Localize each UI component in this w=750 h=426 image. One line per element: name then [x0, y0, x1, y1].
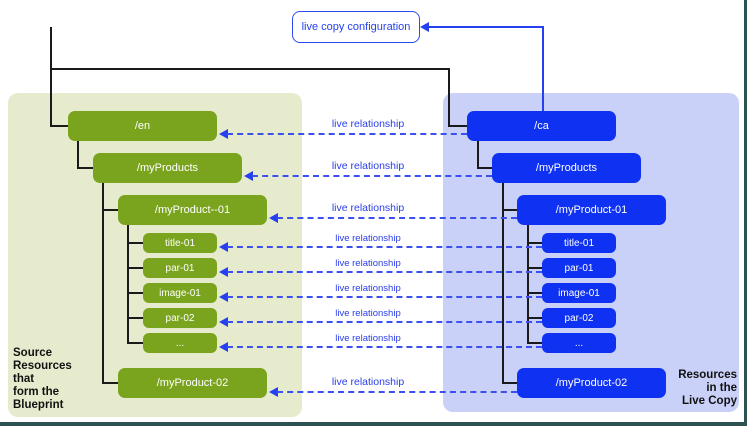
tree-connector	[527, 242, 542, 244]
relationship-arrowhead-icon	[219, 292, 228, 302]
livecopy-node-ellipsis: ...	[542, 333, 616, 353]
source-node-image-01: image-01	[143, 283, 217, 303]
config-connector	[428, 26, 544, 28]
relationship-label: live relationship	[331, 376, 405, 388]
tree-connector	[502, 382, 517, 384]
relationship-label: live relationship	[331, 118, 405, 130]
window-edge-right	[744, 0, 747, 426]
relationship-label: live relationship	[335, 333, 401, 344]
tree-connector	[127, 242, 143, 244]
tree-connector	[527, 317, 542, 319]
tree-connector	[102, 183, 104, 383]
livecopy-node-myproduct-01: /myProduct-01	[517, 195, 666, 225]
source-node-myproduct-01: /myProduct--01	[118, 195, 267, 225]
tree-connector	[127, 342, 143, 344]
tree-connector	[127, 317, 143, 319]
tree-connector	[477, 167, 492, 169]
relationship-arrowhead-icon	[219, 242, 228, 252]
caption-line: Live Copy	[682, 395, 737, 407]
relationship-dashed-line	[277, 217, 517, 219]
source-node-par-01: par-01	[143, 258, 217, 278]
source-node-title-01: title-01	[143, 233, 217, 253]
tree-connector	[477, 141, 479, 168]
livecopy-caption: Resources in the Live Copy	[678, 369, 737, 408]
tree-connector	[50, 27, 52, 127]
tree-connector	[448, 125, 467, 127]
tree-connector	[502, 209, 517, 211]
source-node-par-02: par-02	[143, 308, 217, 328]
source-node-myproducts: /myProducts	[93, 153, 242, 183]
caption-line: Resources	[678, 369, 737, 381]
livecopy-node-par-02: par-02	[542, 308, 616, 328]
relationship-dashed-line	[227, 133, 467, 135]
live-copy-configuration-box: live copy configuration	[292, 11, 420, 43]
tree-connector	[527, 225, 529, 343]
relationship-dashed-line	[227, 346, 542, 348]
tree-connector	[502, 183, 504, 383]
tree-connector	[50, 125, 68, 127]
tree-connector	[527, 342, 542, 344]
tree-connector	[102, 382, 118, 384]
relationship-label: live relationship	[331, 160, 405, 172]
livecopy-node-myproducts: /myProducts	[492, 153, 641, 183]
source-node-ellipsis: ...	[143, 333, 217, 353]
livecopy-node-ca: /ca	[467, 111, 616, 141]
tree-connector	[50, 68, 450, 70]
config-arrowhead-icon	[420, 22, 429, 32]
livecopy-node-myproduct-02: /myProduct-02	[517, 368, 666, 398]
tree-connector	[527, 267, 542, 269]
tree-connector	[77, 167, 93, 169]
relationship-arrowhead-icon	[269, 387, 278, 397]
relationship-arrowhead-icon	[244, 171, 253, 181]
relationship-label: live relationship	[335, 258, 401, 269]
relationship-dashed-line	[227, 271, 542, 273]
tree-connector	[127, 292, 143, 294]
relationship-arrowhead-icon	[219, 129, 228, 139]
source-node-en: /en	[68, 111, 217, 141]
relationship-label: live relationship	[335, 308, 401, 319]
caption-line: in the	[706, 382, 737, 394]
tree-connector	[127, 267, 143, 269]
blueprint-caption: Source Resources that form the Blueprint	[13, 347, 72, 412]
config-box-label: live copy configuration	[301, 21, 411, 33]
livecopy-node-par-01: par-01	[542, 258, 616, 278]
tree-connector	[448, 68, 450, 127]
livecopy-node-title-01: title-01	[542, 233, 616, 253]
relationship-dashed-line	[227, 321, 542, 323]
livecopy-node-image-01: image-01	[542, 283, 616, 303]
tree-connector	[127, 225, 129, 343]
relationship-label: live relationship	[331, 202, 405, 214]
relationship-label: live relationship	[335, 283, 401, 294]
relationship-dashed-line	[227, 246, 542, 248]
relationship-arrowhead-icon	[219, 317, 228, 327]
caption-line: that	[13, 373, 35, 385]
relationship-dashed-line	[252, 175, 492, 177]
caption-line: Resources	[13, 360, 72, 372]
caption-line: Source	[13, 347, 52, 359]
relationship-arrowhead-icon	[219, 342, 228, 352]
relationship-label: live relationship	[335, 233, 401, 244]
config-connector	[542, 26, 544, 112]
relationship-arrowhead-icon	[269, 213, 278, 223]
caption-line: form the	[13, 386, 59, 398]
blueprint-panel	[8, 93, 302, 417]
window-edge-bottom	[0, 422, 747, 426]
relationship-dashed-line	[227, 296, 542, 298]
relationship-arrowhead-icon	[219, 267, 228, 277]
source-node-myproduct-02: /myProduct-02	[118, 368, 267, 398]
caption-line: Blueprint	[13, 399, 64, 411]
tree-connector	[77, 141, 79, 168]
tree-connector	[102, 209, 118, 211]
tree-connector	[527, 292, 542, 294]
relationship-dashed-line	[277, 391, 517, 393]
